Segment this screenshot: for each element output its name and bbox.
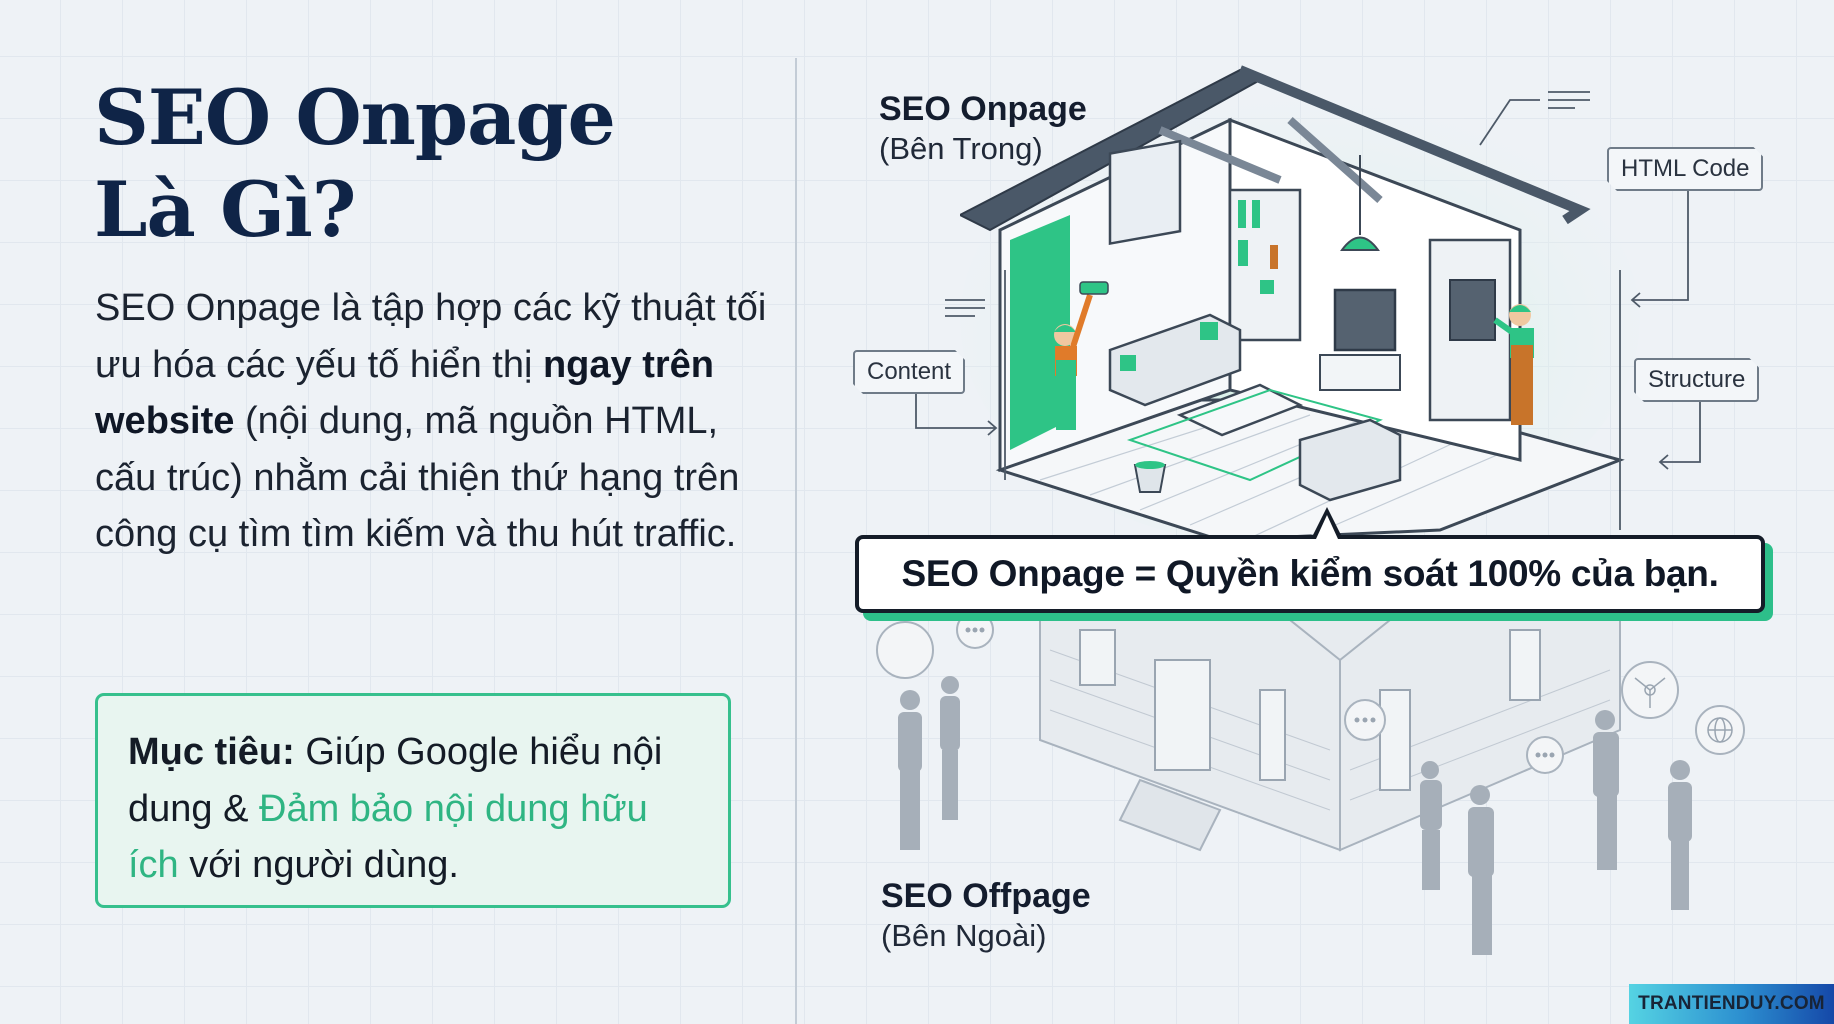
- description-text-1: SEO Onpage là tập hợp các kỹ thuật tối ư…: [95, 287, 767, 386]
- onpage-control-banner: SEO Onpage = Quyền kiểm soát 100% của bạ…: [855, 535, 1765, 613]
- goal-highlight: Đảm bảo nội dung hữu ích: [128, 787, 648, 887]
- description-paragraph: SEO Onpage là tập hợp các kỹ thuật tối ư…: [95, 280, 775, 563]
- column-divider: [795, 58, 797, 1024]
- tag-html-code: HTML Code: [1607, 147, 1763, 191]
- description-text-2: (nội dung, mã nguồn HTML, cấu trúc) nhằm…: [95, 400, 740, 555]
- title-line-2: Là Gì?: [94, 165, 356, 254]
- offpage-label-title: SEO Offpage: [881, 877, 1091, 915]
- page-title: SEO Onpage Là Gì?: [94, 72, 616, 256]
- offpage-house-illustration: [876, 620, 1745, 955]
- goal-label: Mục tiêu:: [128, 731, 295, 773]
- goal-text-1: Giúp Google hiểu nội dung &: [128, 731, 663, 830]
- description-bold: ngay trên website: [95, 343, 714, 443]
- goal-box: Mục tiêu: Giúp Google hiểu nội dung & Đả…: [95, 693, 731, 908]
- offpage-label-subtitle: (Bên Ngoài): [881, 918, 1047, 953]
- goal-text-2: với người dùng.: [178, 844, 459, 886]
- offpage-label: SEO Offpage (Bên Ngoài): [881, 876, 1091, 956]
- tag-structure: Structure: [1634, 358, 1759, 402]
- watermark-badge: TRANTIENDUY.COM: [1629, 984, 1834, 1024]
- onpage-label-title: SEO Onpage: [879, 90, 1087, 128]
- onpage-house-illustration: [960, 65, 1640, 540]
- onpage-label-subtitle: (Bên Trong): [879, 131, 1043, 166]
- tag-content: Content: [853, 350, 965, 394]
- onpage-label: SEO Onpage (Bên Trong): [879, 89, 1087, 169]
- banner-pointer-fill: [1316, 515, 1338, 539]
- title-line-1: SEO Onpage: [94, 73, 616, 162]
